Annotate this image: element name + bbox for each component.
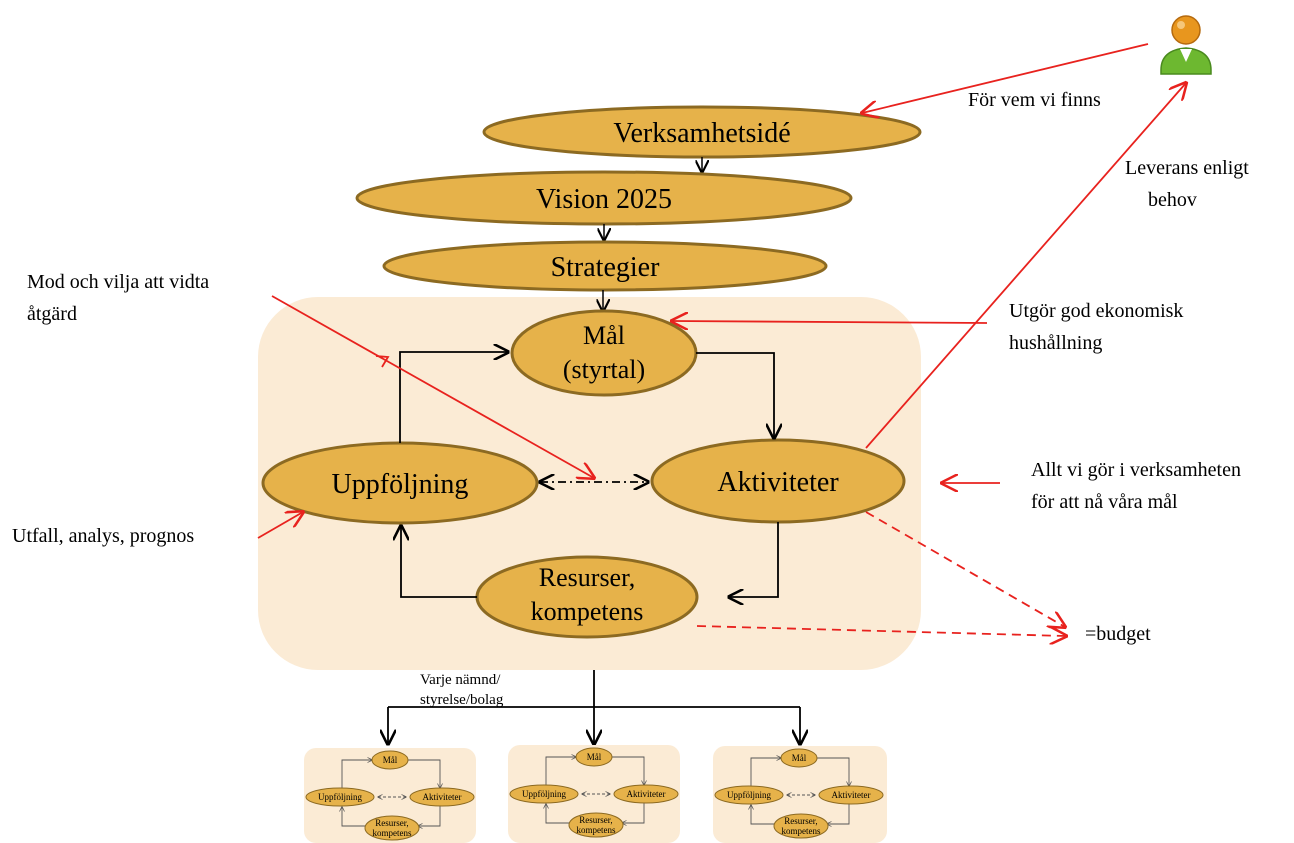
aktiviteter-label: Aktiviteter — [717, 467, 839, 498]
resurser-node: Resurser, kompetens — [475, 555, 699, 639]
mini-mal-label: Mål — [383, 755, 398, 765]
utfall-arrow — [257, 512, 303, 539]
varje-sublabel: styrelse/bolag — [420, 692, 504, 708]
vision-node: Vision 2025 — [355, 170, 853, 226]
uppfoljning-node: Uppföljning — [261, 441, 539, 525]
allt-label: Allt vi gör i verksamheten — [1031, 459, 1241, 481]
utfall-label: Utfall, analys, prognos — [12, 525, 194, 547]
uppfoljning-label: Uppföljning — [332, 469, 469, 500]
verksamhetside-node: Verksamhetsidé — [482, 105, 922, 159]
mini-resurser-label: Resurser, — [784, 816, 817, 826]
aktiviteter-to-resurser-arrow — [729, 522, 779, 597]
mod-sublabel: åtgärd — [27, 303, 77, 325]
mod-arrow-mark — [375, 355, 390, 368]
uppfoljning-to-mal-arrow — [399, 352, 508, 443]
leverans-label: Leverans enligt — [1125, 157, 1249, 179]
mini-uppfoljning-label: Uppföljning — [318, 792, 362, 802]
strategier-node: Strategier — [382, 240, 828, 292]
mini-cycle-2: Mål Uppföljning Aktiviteter Resurser, ko… — [508, 745, 680, 843]
mini-resurser-sublabel: kompetens — [577, 825, 616, 835]
mini-resurser-label: Resurser, — [375, 818, 408, 828]
mini-resurser-sublabel: kompetens — [782, 826, 821, 836]
mini-aktiviteter-label: Aktiviteter — [423, 792, 462, 802]
resurser-label: Resurser, — [539, 563, 635, 592]
strategier-label: Strategier — [551, 252, 661, 283]
mini-mal-label: Mål — [587, 752, 602, 762]
for-vem-arrow — [862, 43, 1149, 113]
mini-aktiviteter-label: Aktiviteter — [627, 789, 666, 799]
resurser-to-uppfoljning-arrow — [401, 526, 477, 598]
mini-resurser-sublabel: kompetens — [373, 828, 412, 838]
utgor-label: Utgör god ekonomisk — [1009, 300, 1183, 322]
utgor-sublabel: hushållning — [1009, 332, 1102, 354]
for-vem-label: För vem vi finns — [968, 89, 1101, 111]
resurser-sublabel: kompetens — [531, 597, 644, 626]
leverans-sublabel: behov — [1148, 189, 1197, 211]
mini-uppfoljning-label: Uppföljning — [522, 789, 566, 799]
mini-cycle-1: Mål Uppföljning Aktiviteter Resurser, ko… — [304, 748, 476, 843]
mal-node: Mål (styrtal) — [510, 309, 698, 397]
aktiviteter-node: Aktiviteter — [650, 438, 906, 524]
vision-label: Vision 2025 — [536, 184, 672, 215]
mini-aktiviteter-label: Aktiviteter — [832, 790, 871, 800]
mini-resurser-label: Resurser, — [579, 815, 612, 825]
resurser-budget-arrow — [696, 625, 1066, 636]
allt-sublabel: för att nå våra mål — [1031, 491, 1178, 513]
mini-mal-label: Mål — [792, 753, 807, 763]
person-icon — [1160, 15, 1212, 75]
mal-label: Mål — [583, 321, 625, 350]
verksamhetside-label: Verksamhetsidé — [613, 118, 790, 149]
mal-sublabel: (styrtal) — [563, 355, 645, 384]
mod-label: Mod och vilja att vidta — [27, 271, 209, 293]
budget-label: =budget — [1085, 623, 1151, 645]
utgor-arrow — [672, 321, 988, 323]
mod-arrow — [271, 295, 594, 478]
aktiviteter-budget-arrow — [865, 511, 1065, 627]
varje-label: Varje nämnd/ — [420, 672, 501, 688]
mini-uppfoljning-label: Uppföljning — [727, 790, 771, 800]
mal-to-aktiviteter-arrow — [696, 352, 774, 438]
leverans-arrow — [865, 83, 1186, 449]
mini-cycle-3: Mål Uppföljning Aktiviteter Resurser, ko… — [713, 746, 887, 843]
